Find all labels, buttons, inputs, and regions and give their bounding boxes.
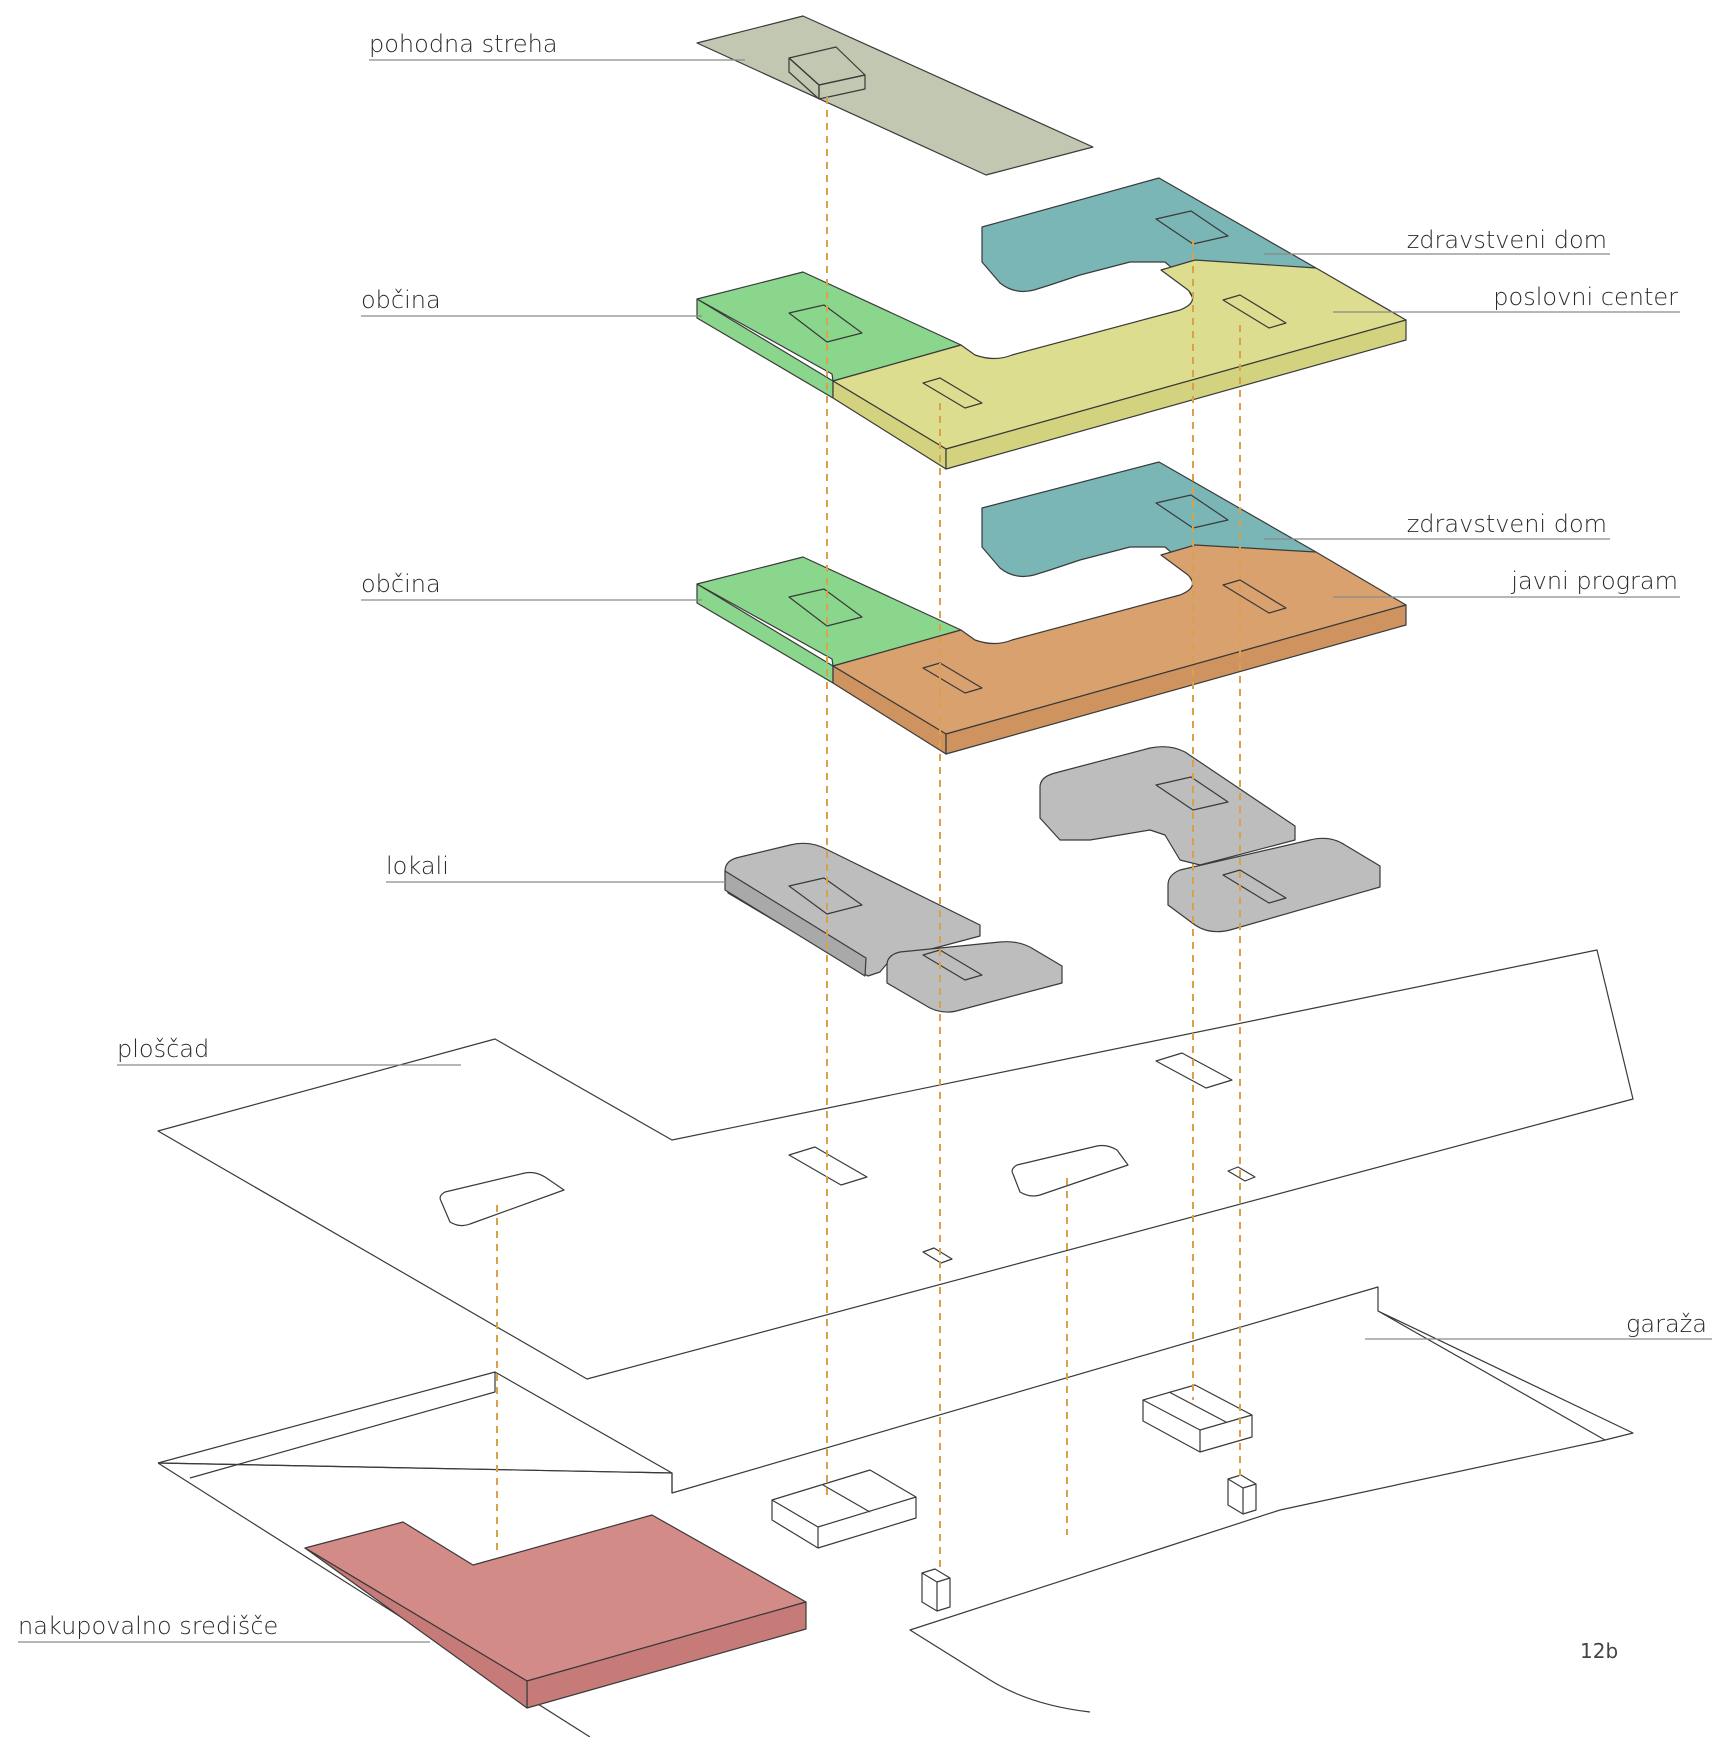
label-shopping: nakupovalno središče (18, 1612, 430, 1643)
lower-floor-layer (696, 461, 1407, 755)
roof-layer (696, 15, 1094, 176)
garage-shaft-right (1227, 1474, 1257, 1515)
shops-layer (724, 746, 1381, 1013)
garage-core-right (1142, 1384, 1253, 1453)
upper-floor-layer (696, 177, 1407, 470)
svg-text:občina: občina (361, 570, 441, 598)
roof-slab (696, 15, 1094, 176)
shop-block-right-bottom (1167, 837, 1381, 933)
shop-block-right-top (1039, 746, 1296, 866)
garage-outline (157, 1286, 1634, 1494)
svg-text:garaža: garaža (1626, 1310, 1707, 1338)
svg-text:zdravstveni dom: zdravstveni dom (1407, 226, 1607, 254)
svg-text:javni program: javni program (1510, 567, 1678, 595)
business-center-upper (832, 259, 1407, 450)
label-shops: lokali (386, 852, 727, 883)
label-garage: garaža (1365, 1310, 1712, 1340)
svg-text:zdravstveni dom: zdravstveni dom (1407, 510, 1607, 538)
shop-block-left (724, 842, 981, 977)
plaza-layer (157, 949, 1634, 1380)
label-public-program: javni program (1333, 567, 1680, 598)
svg-text:nakupovalno središče: nakupovalno središče (18, 1612, 278, 1640)
label-plaza: ploščad (117, 1035, 461, 1066)
svg-text:občina: občina (361, 286, 441, 314)
page-number: 12b (1580, 1639, 1618, 1663)
label-health-lower: zdravstveni dom (1264, 510, 1610, 540)
plaza-slab (157, 949, 1634, 1380)
garage-core-left (771, 1469, 917, 1549)
svg-text:poslovni center: poslovni center (1493, 283, 1678, 311)
public-program-lower (832, 544, 1407, 735)
shopping-center-layer (304, 1514, 807, 1709)
label-municipality-lower: občina (361, 570, 702, 601)
roof-skylight (788, 46, 866, 100)
core-alignment-lines (496, 97, 1241, 1573)
svg-text:ploščad: ploščad (117, 1035, 209, 1063)
svg-text:lokali: lokali (386, 852, 449, 880)
label-business: poslovni center (1333, 283, 1680, 313)
label-roof: pohodna streha (369, 30, 745, 61)
garage-layer (157, 1286, 1634, 1737)
label-municipality-upper: občina (361, 286, 702, 317)
garage-shaft-left (921, 1568, 951, 1612)
svg-text:pohodna streha: pohodna streha (369, 30, 558, 58)
label-health-upper: zdravstveni dom (1264, 226, 1610, 255)
